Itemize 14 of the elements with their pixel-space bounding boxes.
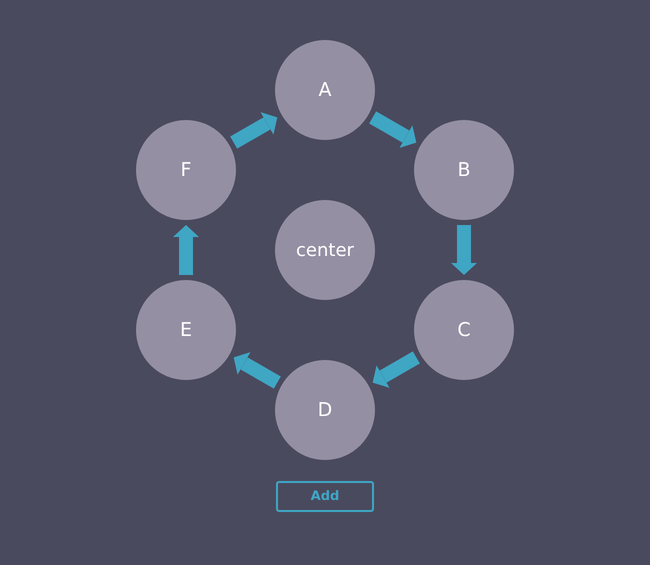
arrow [173, 225, 199, 275]
node-label: E [180, 319, 192, 341]
arrow [372, 351, 420, 388]
arrow [230, 112, 278, 149]
arrow [451, 225, 477, 275]
node-label: C [457, 319, 471, 341]
node-label: A [318, 79, 332, 101]
node-label: D [318, 399, 332, 421]
node-label: B [457, 159, 471, 181]
arrow [369, 111, 416, 148]
add-button: Add [276, 481, 374, 512]
arrow [234, 352, 281, 389]
node-label: center [296, 240, 354, 260]
node-label: F [180, 159, 192, 181]
